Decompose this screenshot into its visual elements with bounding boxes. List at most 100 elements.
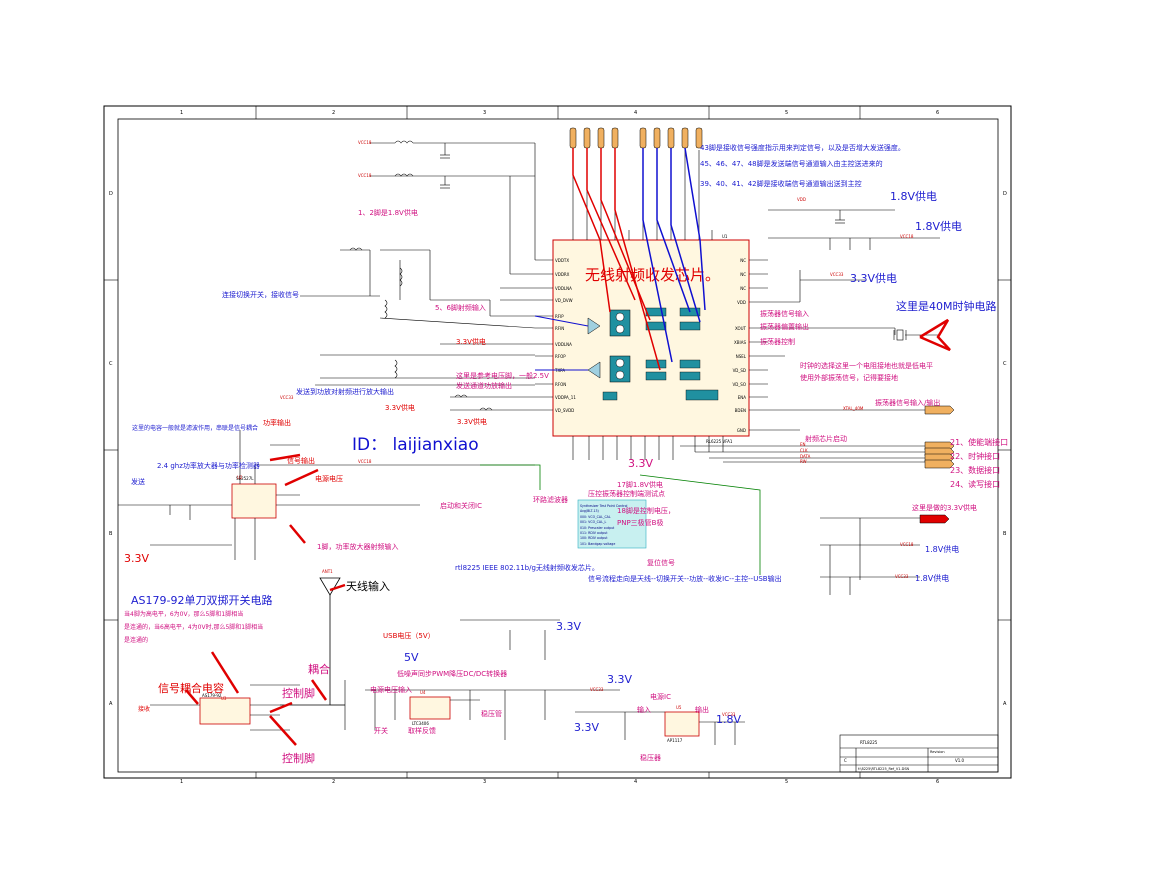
svg-text:RW: RW bbox=[800, 459, 807, 464]
annotation-arrows bbox=[185, 318, 951, 746]
annotation: 启动和关闭IC bbox=[440, 501, 482, 510]
net-labels: VCC18 VCC18 VDD VCC18 VCC33 VCC18 VCC33 … bbox=[221, 140, 914, 717]
annotation: 1.8V供电 bbox=[925, 544, 959, 554]
svg-text:AP1117: AP1117 bbox=[667, 738, 683, 743]
callout-box: Synthesizer Test Point Control Avg(BLT-1… bbox=[577, 499, 647, 549]
svg-text:U2: U2 bbox=[237, 475, 243, 480]
svg-text:U5: U5 bbox=[676, 705, 682, 710]
annotation: 是连通的 bbox=[124, 636, 148, 644]
annotation: 压控振荡器控制端测试点 bbox=[588, 489, 665, 498]
annotation: 低噪声同步PWM降压DC/DC转换器 bbox=[397, 669, 507, 678]
pin-label: VDDLNA bbox=[555, 342, 572, 347]
annotation: 39、40、41、42脚是接收端信号通道输出送到主控 bbox=[700, 179, 862, 188]
pin-label: ENA bbox=[738, 395, 747, 400]
inner-frame bbox=[117, 118, 999, 773]
annotation: 输入 bbox=[637, 705, 651, 714]
annotation: 天线输入 bbox=[346, 579, 390, 593]
annotation: 这里是做的3.3V供电 bbox=[912, 503, 977, 512]
annotation: 开关 bbox=[374, 726, 388, 735]
annotation: 43脚是接收信号强度指示用来判定信号，以及是否增大发送强度。 bbox=[700, 143, 905, 152]
right-components bbox=[680, 209, 940, 595]
pin-label: NC bbox=[740, 272, 746, 277]
pin-label: NSEL bbox=[736, 354, 747, 359]
row-label: D bbox=[1003, 191, 1007, 197]
internal-switches bbox=[534, 147, 719, 401]
pin-label: VDDPA_11 bbox=[555, 395, 576, 400]
row-label: B bbox=[109, 531, 113, 537]
annotation: 稳压器 bbox=[640, 753, 661, 762]
annotation: 电源电压 bbox=[315, 474, 343, 483]
annotations: 43脚是接收信号强度指示用来判定信号，以及是否增大发送强度。 45、46、47、… bbox=[124, 143, 1008, 765]
annotation: 环路滤波器 bbox=[533, 495, 568, 504]
svg-text:Avg(BLT-13): Avg(BLT-13) bbox=[580, 509, 599, 513]
svg-text:Synthesizer Test Point Control: Synthesizer Test Point Control bbox=[580, 504, 628, 508]
col-label: 3 bbox=[483, 779, 486, 785]
annotation: 3.3V供电 bbox=[385, 403, 415, 412]
svg-text:LTC3406: LTC3406 bbox=[412, 721, 429, 726]
pin-label: VDDRX bbox=[555, 272, 570, 277]
svg-text:VCC33: VCC33 bbox=[722, 712, 736, 717]
annotation: 1.8V供电 bbox=[915, 219, 962, 233]
annotation: AS179-92单刀双掷开关电路 bbox=[131, 593, 272, 607]
svg-text:EN: EN bbox=[800, 442, 806, 447]
chip-left-pin-labels: VDDTX VDDRX VDDLNA VD_DVW RFIP RFIN VDDL… bbox=[554, 258, 576, 413]
svg-text:100: RDIV output: 100: RDIV output bbox=[580, 536, 608, 540]
green-wire bbox=[639, 474, 761, 575]
annotation: 取样反馈 bbox=[408, 726, 436, 735]
svg-text:SE2527L: SE2527L bbox=[236, 476, 254, 481]
row-label: C bbox=[1003, 361, 1007, 367]
chip-right-pins bbox=[749, 259, 768, 431]
annotation: 这里是参考电压脚，一般2.5V bbox=[456, 371, 549, 380]
title-block-title: RTL8225 bbox=[860, 740, 878, 745]
col-label: 6 bbox=[936, 779, 939, 785]
chip-right-pin-labels: NC NC NC VDD XOUT XBIAS NSEL VD_SD VD_SO… bbox=[732, 258, 746, 433]
pin-label: VDDTX bbox=[555, 258, 569, 263]
title-block bbox=[839, 734, 999, 773]
dcdc-chip: LTC3406 bbox=[409, 696, 451, 726]
annotation: 5、6脚射频输入 bbox=[435, 303, 486, 312]
annotation: 3.3V bbox=[574, 721, 599, 734]
pin-label: VD_SD bbox=[733, 368, 746, 373]
title-block-file: f:\8225\RTL8225_Ref_V1.DSN bbox=[858, 767, 910, 771]
svg-text:VCC18: VCC18 bbox=[358, 459, 372, 464]
row-labels: D C B A D C B A bbox=[109, 191, 1007, 707]
annotation: 耦合 bbox=[308, 662, 330, 676]
annotation: 1.8V供电 bbox=[915, 573, 949, 583]
svg-text:VCC33: VCC33 bbox=[895, 574, 909, 579]
annotation: 使用外部振荡信号，记得要接地 bbox=[800, 373, 898, 382]
column-labels: 1 2 3 4 5 6 1 2 3 4 5 6 bbox=[180, 110, 939, 785]
annotation: 21、使能端接口 bbox=[950, 437, 1008, 447]
col-label: 2 bbox=[332, 110, 335, 116]
rf-input-coils bbox=[349, 173, 493, 411]
svg-text:VCC33: VCC33 bbox=[830, 272, 844, 277]
green-wire bbox=[480, 464, 541, 490]
chip-bottom-pins bbox=[572, 436, 724, 460]
annotation: 输出 bbox=[695, 705, 709, 714]
annotation: 3.3V供电 bbox=[850, 271, 897, 285]
annotation: 信号耦合电容 bbox=[158, 681, 224, 695]
pin-label: GND bbox=[737, 428, 746, 433]
pin-label: XBIAS bbox=[734, 340, 746, 345]
outer-frame bbox=[103, 105, 1012, 779]
chip-top-ports bbox=[569, 127, 703, 149]
svg-text:000: VCO_CAL_CAL: 000: VCO_CAL_CAL bbox=[580, 515, 611, 519]
col-label: 4 bbox=[634, 779, 637, 785]
chip-title: 无线射频收发芯片。 bbox=[585, 266, 720, 284]
annotation: 信号输出 bbox=[287, 456, 315, 465]
crystal bbox=[893, 329, 907, 341]
title-block-rev: V1.0 bbox=[955, 758, 965, 763]
annotation: 电源电压输入 bbox=[370, 685, 412, 694]
antenna bbox=[280, 577, 345, 706]
pin-label: XOUT bbox=[735, 326, 747, 331]
annotation: USB电压（5V） bbox=[383, 631, 435, 640]
annotation: ID： laijianxiao bbox=[352, 435, 479, 455]
pa-wiring bbox=[118, 430, 535, 560]
pin-label: NC bbox=[740, 286, 746, 291]
annotation: 23、数据接口 bbox=[950, 465, 1000, 475]
svg-text:VCC33: VCC33 bbox=[280, 395, 294, 400]
annotation: 2.4 ghz功率放大器与功率检测器 bbox=[157, 461, 260, 470]
pin-label: BDEN bbox=[735, 408, 746, 413]
annotation: 3.3V bbox=[556, 620, 581, 633]
col-label: 4 bbox=[634, 110, 637, 116]
chip-part: RL6225 VFA1 bbox=[706, 439, 733, 444]
